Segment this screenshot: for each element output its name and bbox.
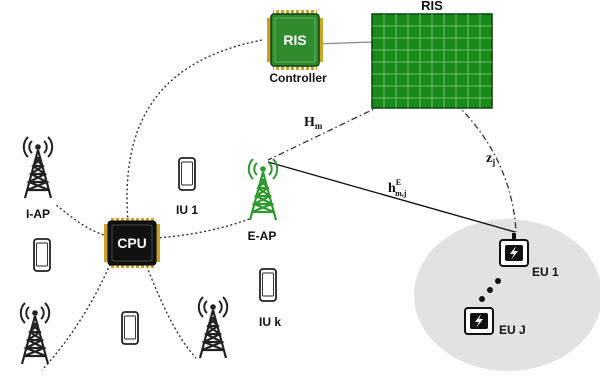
cpu-controller-link	[126, 39, 263, 223]
channel-z-j-label: zj	[486, 151, 495, 167]
controller-ris-link	[315, 41, 373, 45]
cpu-iap-link	[54, 203, 109, 237]
eu-last-label: EU J	[499, 323, 526, 337]
eu-dots	[479, 278, 501, 302]
cpu-eap-link	[154, 217, 253, 239]
iu-phone-icon	[121, 311, 139, 345]
e-ap-tower-icon	[247, 157, 279, 222]
controller-chip-text: RIS	[283, 32, 306, 48]
iu-phone-icon	[178, 157, 196, 191]
channel-h-m-label: Hm	[304, 115, 323, 131]
ris-controller-chip	[267, 10, 323, 70]
eu-device-icon	[464, 307, 494, 335]
eap-to-eu-channel	[267, 161, 516, 233]
eu-first-label: EU 1	[532, 265, 559, 279]
i-ap-label: I-AP	[26, 207, 50, 221]
iu-phone-icon	[33, 238, 51, 272]
cpu-ap-bottom-right-link	[144, 261, 197, 359]
controller-label: Controller	[269, 71, 327, 85]
ris-label: RIS	[421, 0, 443, 13]
ap-bottom-right-tower-icon	[197, 295, 229, 360]
e-ap-label: E-AP	[248, 229, 277, 243]
iu-first-label: IU 1	[176, 203, 198, 217]
cpu-chip-text: CPU	[117, 235, 147, 251]
eu-region	[414, 219, 600, 371]
cpu-ap-bottom-left-link	[41, 259, 113, 371]
ap-bottom-left-tower-icon	[19, 301, 51, 366]
ris-panel	[371, 13, 493, 109]
iu-phone-icon	[259, 268, 277, 302]
iu-last-label: IU k	[259, 315, 281, 329]
eu-device-icon	[499, 233, 529, 267]
i-ap-tower-icon	[22, 135, 54, 200]
cpu-chip	[104, 218, 160, 268]
